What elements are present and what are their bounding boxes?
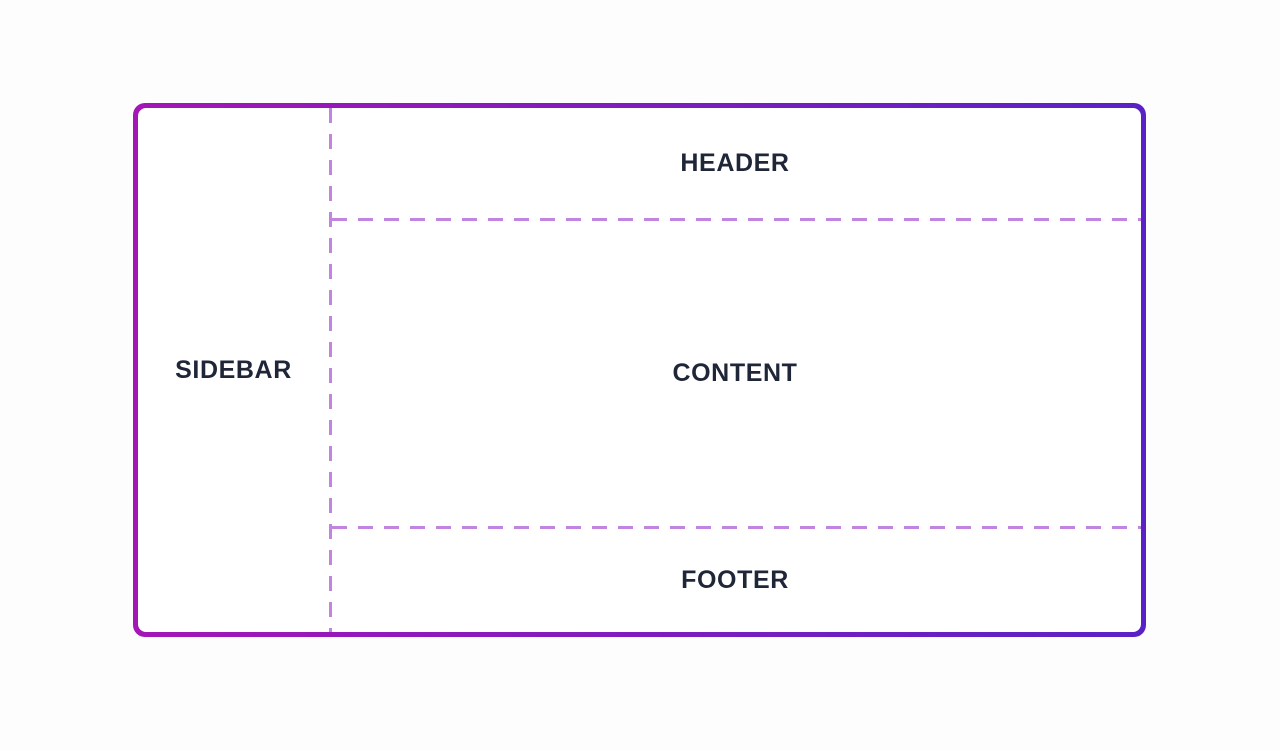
footer-label: FOOTER <box>681 566 789 594</box>
footer-divider-dashed-line <box>332 526 1141 529</box>
content-region: CONTENT <box>329 218 1141 529</box>
header-divider-dashed-line <box>332 218 1141 221</box>
footer-region: FOOTER <box>329 529 1141 632</box>
sidebar-region: SIDEBAR <box>138 108 329 632</box>
sidebar-divider-dashed-line <box>329 108 332 632</box>
layout-frame-inner: SIDEBAR HEADER CONTENT FOOTER <box>138 108 1141 632</box>
sidebar-label: SIDEBAR <box>175 355 292 384</box>
content-label: CONTENT <box>672 359 798 387</box>
layout-frame: SIDEBAR HEADER CONTENT FOOTER <box>133 103 1146 637</box>
header-label: HEADER <box>680 148 790 177</box>
header-region: HEADER <box>329 108 1141 218</box>
